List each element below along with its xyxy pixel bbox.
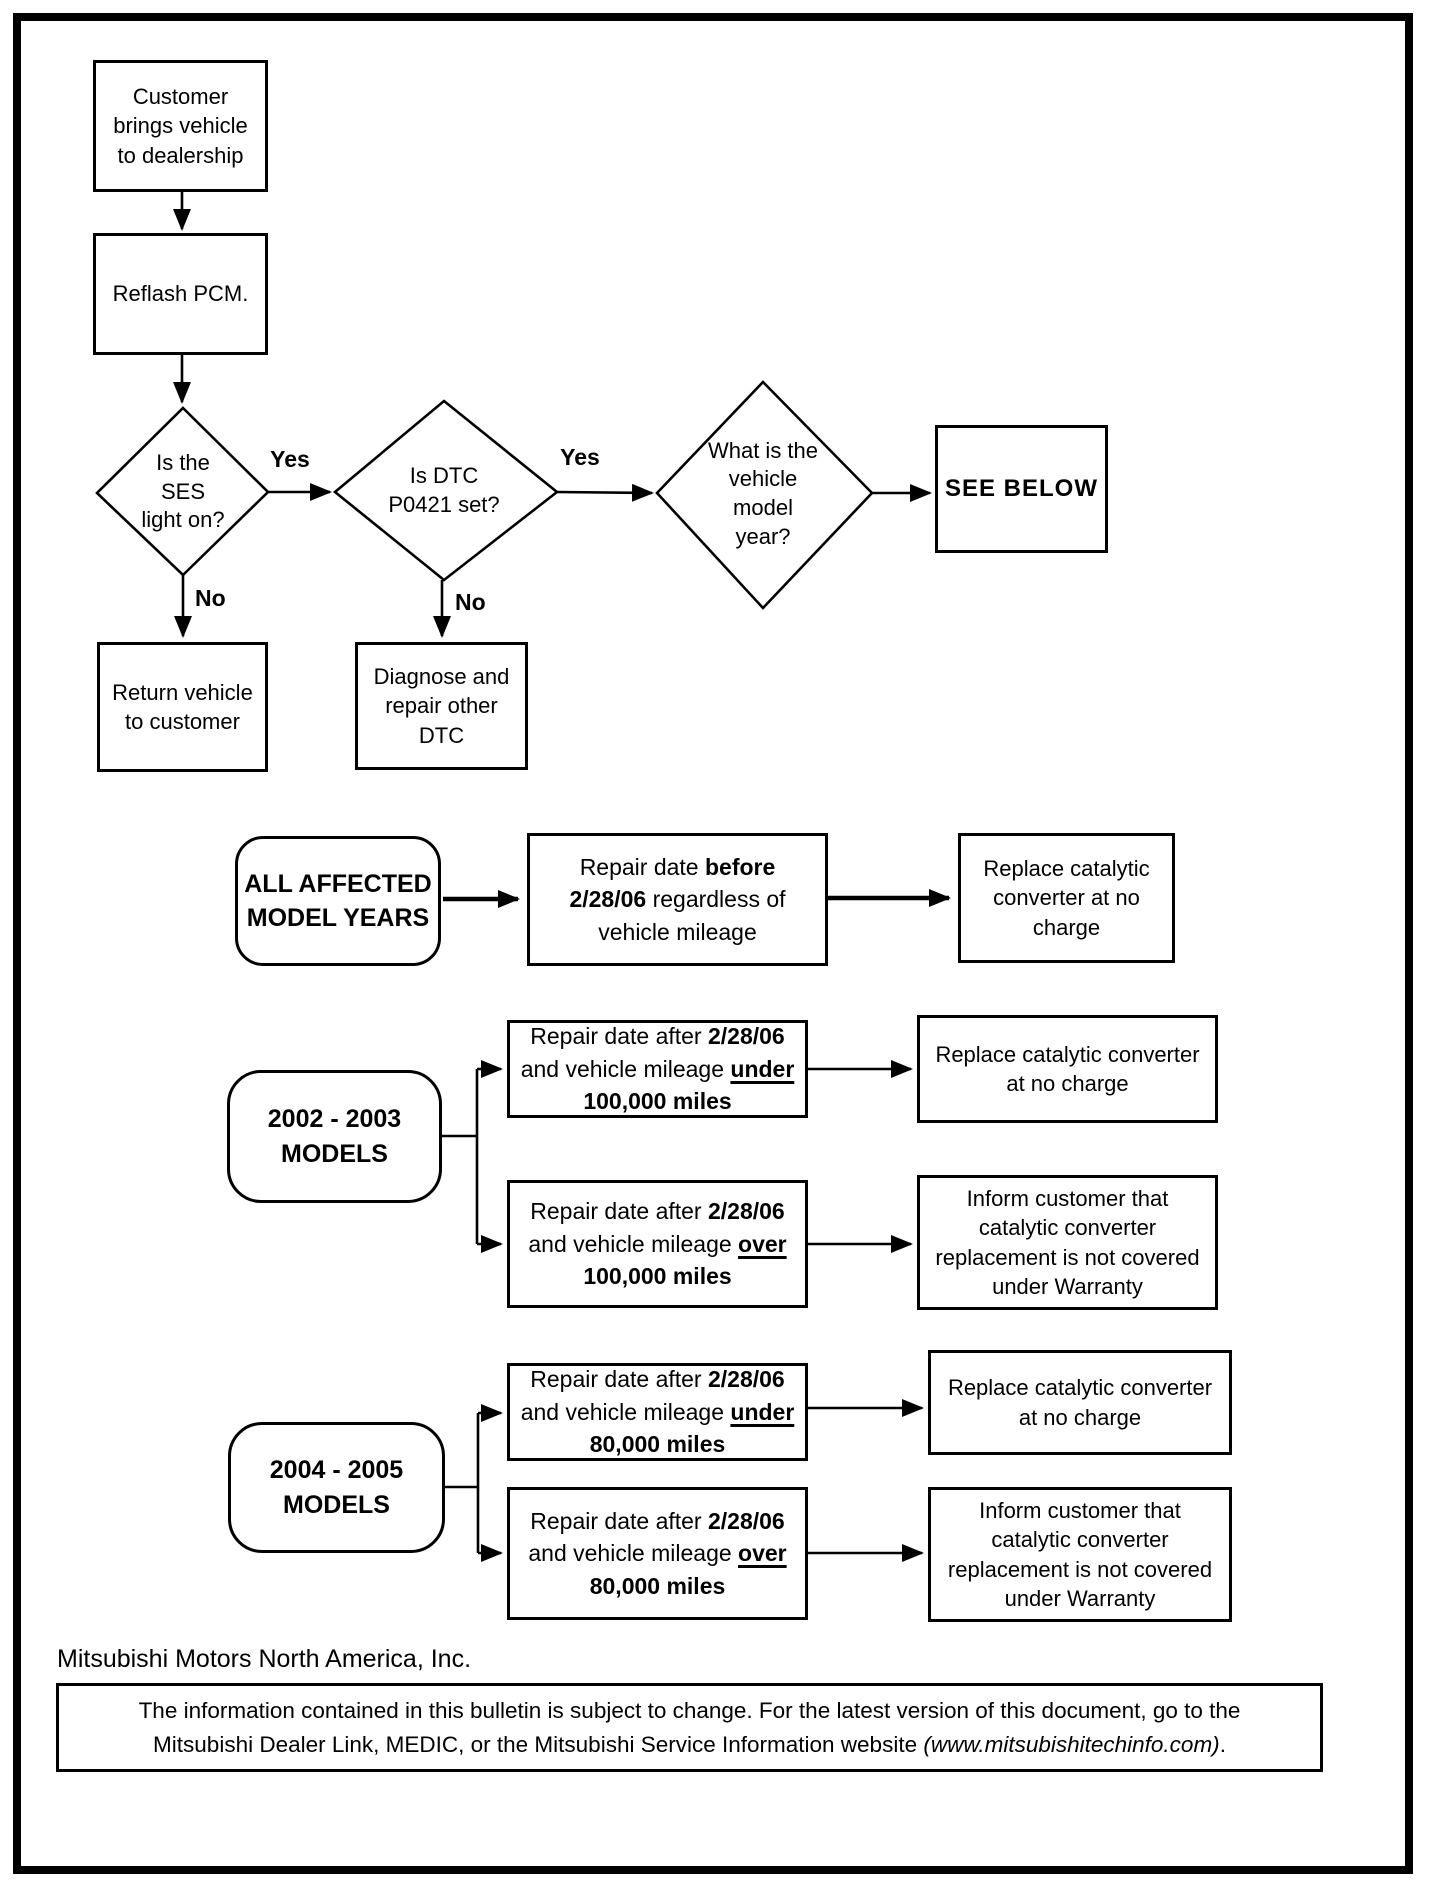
label-yes-dtc: Yes [560,444,600,470]
condition-line3: 100,000 miles [583,1088,732,1115]
node-return-vehicle: Return vehicle to customer [97,642,268,772]
label-no-ses: No [195,585,226,611]
condition-line1: Repair date after 2/28/06 [530,1198,785,1225]
diamond-ses-light [95,406,270,577]
node-2002-over-result: Inform customer that catalytic converter… [917,1175,1218,1310]
condition-line1: Repair date before [579,853,776,880]
node-2002-under-100k: Repair date after 2/28/06 and vehicle mi… [507,1020,808,1118]
arrow-dtc-yes [556,483,654,502]
node-reflash-pcm: Reflash PCM. [93,233,268,355]
condition-line2: and vehicle mileage under [520,1055,795,1082]
node-diagnose-other-dtc: Diagnose and repair other DTC [355,642,528,770]
label-yes-ses: Yes [270,446,310,472]
node-customer-brings-vehicle: Customer brings vehicle to dealership [93,60,268,192]
condition-line3: 80,000 miles [589,1431,726,1458]
label-year-question: What is the vehicle model year? [707,437,819,549]
condition-line2: and vehicle mileage under [520,1398,795,1425]
condition-line2: 2/28/06 regardless of [569,886,786,913]
node-2002-under-result: Replace catalytic converter at no charge [917,1015,1218,1123]
page-border [13,13,1413,1874]
node-2004-under-result: Replace catalytic converter at no charge [928,1350,1232,1455]
condition-line1: Repair date after 2/28/06 [530,1507,785,1534]
company-name: Mitsubishi Motors North America, Inc. [57,1645,472,1673]
condition-line3: 80,000 miles [589,1572,726,1599]
condition-line1: Repair date after 2/28/06 [530,1366,785,1393]
notice-line1: The information contained in this bullet… [138,1698,1241,1724]
node-all-affected-model-years: ALL AFFECTED MODEL YEARS [235,836,441,966]
node-2004-2005-models: 2004 - 2005 MODELS [228,1422,445,1553]
condition-line2: and vehicle mileage over [528,1230,787,1257]
node-see-below: SEE BELOW [935,425,1108,553]
condition-line1: Repair date after 2/28/06 [530,1023,785,1050]
node-2002-2003-models: 2002 - 2003 MODELS [227,1070,442,1203]
node-2004-over-result: Inform customer that catalytic converter… [928,1487,1232,1622]
bulletin-change-notice: The information contained in this bullet… [56,1683,1323,1772]
diamond-dtc-p0421 [332,399,560,582]
condition-line3: vehicle mileage [598,918,757,945]
condition-line2: and vehicle mileage over [528,1540,787,1567]
node-repair-before-22806: Repair date before 2/28/06 regardless of… [527,833,828,966]
node-2002-over-100k: Repair date after 2/28/06 and vehicle mi… [507,1180,808,1308]
node-replace-no-charge-allyears: Replace catalytic converter at no charge [958,833,1175,963]
notice-line2: Mitsubishi Dealer Link, MEDIC, or the Mi… [153,1731,1226,1757]
website-url: (www.mitsubishitechinfo.com) [923,1731,1220,1757]
label-no-dtc: No [455,589,486,615]
label-ses-question: Is the SES light on? [141,450,225,533]
label-dtc-question: Is DTC P0421 set? [388,463,500,517]
node-2004-over-80k: Repair date after 2/28/06 and vehicle mi… [507,1487,808,1620]
diamond-model-year [655,380,874,610]
node-2004-under-80k: Repair date after 2/28/06 and vehicle mi… [507,1363,808,1461]
condition-line3: 100,000 miles [583,1263,732,1290]
